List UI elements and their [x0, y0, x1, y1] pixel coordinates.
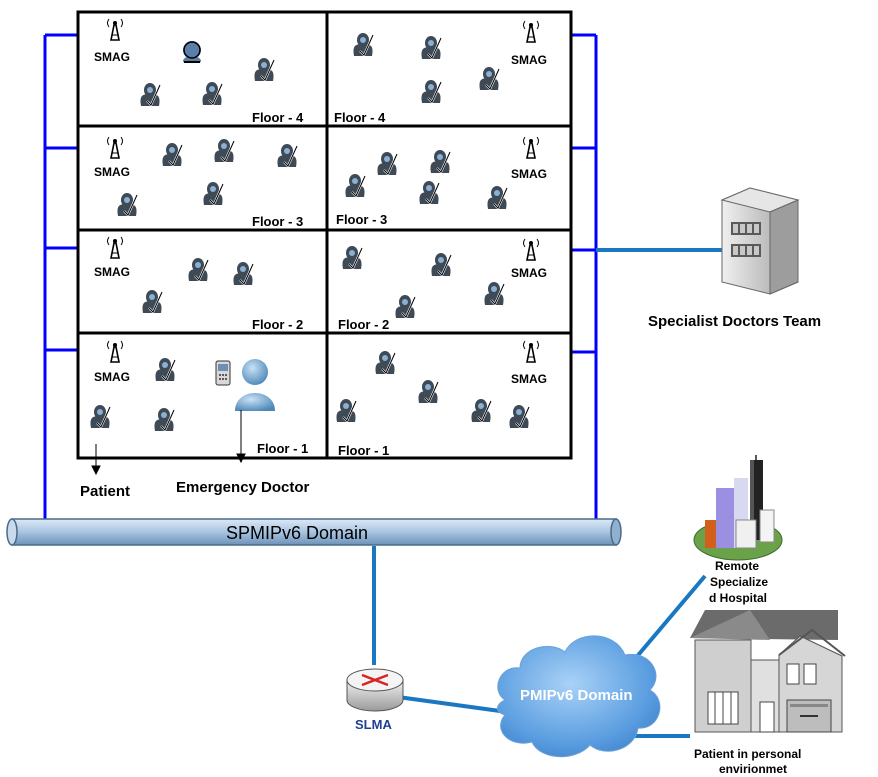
patient-icon	[182, 41, 202, 63]
smag-label: SMAG	[511, 372, 547, 386]
emergency-doctor-label: Emergency Doctor	[176, 479, 310, 496]
floor-1-left-label: Floor - 1	[257, 441, 308, 456]
floor-2-left-label: Floor - 2	[252, 317, 303, 332]
floor-4-right-label: Floor - 4	[334, 110, 386, 125]
smag-floor-2-left: SMAG	[94, 236, 130, 279]
building-icon	[720, 187, 800, 295]
smag-floor-3-left: SMAG	[94, 136, 130, 179]
smag-floor-1-left: SMAG	[94, 340, 130, 384]
smag-nodes: SMAG SMAG SMAG SMAG SMAG SMAG SMAG SMAG	[94, 18, 547, 386]
pmipv6-domain-label: PMIPv6 Domain	[520, 687, 633, 704]
smag-label: SMAG	[94, 165, 130, 179]
smag-label: SMAG	[94, 370, 130, 384]
slma-label: SLMA	[355, 717, 392, 732]
emergency-doctor-icon	[215, 359, 275, 411]
specialist-label: Specialist Doctors Team	[648, 313, 821, 330]
floor-2-right-label: Floor - 2	[338, 317, 389, 332]
smag-label: SMAG	[511, 53, 547, 67]
hospital-line-1: Remote	[715, 559, 759, 573]
smag-label: SMAG	[94, 265, 130, 279]
pointer-arrows	[91, 410, 246, 476]
floor-4-left-label: Floor - 4	[252, 110, 304, 125]
backbone-links	[372, 546, 707, 738]
building	[76, 10, 573, 460]
smag-floor-4-right: SMAG	[511, 20, 547, 67]
smag-label: SMAG	[511, 266, 547, 280]
floor-labels: Floor - 4 Floor - 4 Floor - 3 Floor - 3 …	[252, 110, 389, 458]
smag-floor-3-right: SMAG	[511, 136, 547, 181]
floor-1-right-label: Floor - 1	[338, 443, 389, 458]
floor-3-right-label: Floor - 3	[336, 212, 387, 227]
router-icon	[346, 668, 404, 712]
patient-label: Patient	[80, 483, 130, 500]
spmipv6-domain-bus: SPMIPv6 Domain	[6, 518, 622, 546]
house-icon	[690, 610, 846, 733]
smag-label: SMAG	[94, 50, 130, 64]
smag-floor-2-right: SMAG	[511, 238, 547, 280]
home-line-1: Patient in personal	[694, 747, 801, 761]
spmipv6-domain-label: SPMIPv6 Domain	[226, 523, 368, 543]
smag-floor-1-right: SMAG	[511, 340, 547, 386]
floor-3-left-label: Floor - 3	[252, 214, 303, 229]
hospital-icon	[693, 455, 783, 561]
home-line-2: envirionmet	[719, 762, 787, 776]
smag-floor-4-left: SMAG	[94, 18, 130, 64]
pmipv6-cloud: PMIPv6 Domain	[497, 635, 661, 758]
patients	[89, 31, 531, 433]
hospital-line-3: d Hospital	[709, 591, 767, 605]
smag-label: SMAG	[511, 167, 547, 181]
hospital-line-2: Specialize	[710, 575, 768, 589]
